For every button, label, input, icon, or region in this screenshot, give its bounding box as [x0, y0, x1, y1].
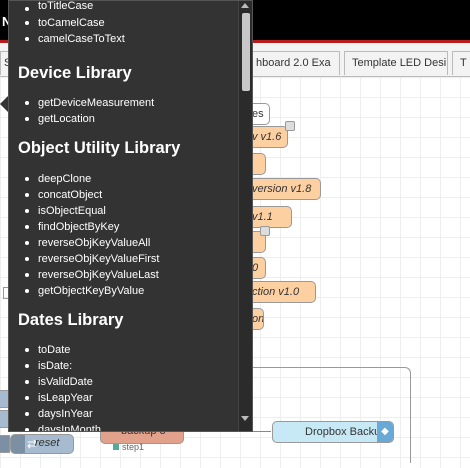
tab-dashboard-example[interactable]: hboard 2.0 Exa [248, 51, 340, 75]
list-item: daysInYear [9, 406, 101, 422]
object-utility-list: deepClone concatObject isObjectEqual fin… [9, 171, 159, 299]
string-functions-list: toTitleCase toCamelCase camelCaseToText [9, 1, 125, 47]
list-item: reverseObjKeyValueFirst [9, 251, 159, 267]
list-item: reverseObjKeyValueAll [9, 235, 159, 251]
dropbox-backup-node[interactable]: Dropbox Backup ◆ [272, 421, 394, 443]
node-stub[interactable] [0, 435, 10, 453]
list-item: getObjectKeyByValue [9, 283, 159, 299]
node-port[interactable] [260, 226, 270, 236]
tab-template-led-design[interactable]: Template LED Desi [344, 51, 448, 75]
list-item: toTitleCase [9, 1, 125, 15]
list-item: deepClone [9, 171, 159, 187]
status-dot-icon [113, 444, 119, 450]
list-item: camelCaseToText [9, 31, 125, 47]
tab-flow-4[interactable]: T [452, 51, 470, 75]
inject-arrow-icon: ⇄ [26, 437, 38, 451]
list-item: isObjectEqual [9, 203, 159, 219]
list-item: isLeapYear [9, 390, 101, 406]
node-label: Dropbox Backup [305, 426, 387, 438]
dropbox-icon: ◆ [377, 422, 393, 442]
list-item: getDeviceMeasurement [9, 95, 154, 111]
node-status-text: step1 [122, 442, 145, 452]
device-library-list: getDeviceMeasurement getLocation [9, 95, 154, 127]
list-item: toDate [9, 342, 101, 358]
flow-node[interactable]: v1.1 [248, 206, 292, 228]
dates-library-list: toDate isDate: isValidDate isLeapYear da… [9, 342, 101, 431]
node-label: reset [35, 437, 60, 449]
section-title: Dates Library [18, 311, 124, 329]
list-item: toCamelCase [9, 15, 125, 31]
flow-node[interactable]: v v1.6 [248, 126, 288, 148]
flow-node[interactable]: es [248, 103, 270, 125]
section-title: Object Utility Library [18, 139, 181, 157]
list-item: daysInMonth [9, 422, 101, 431]
list-item: isDate: [9, 358, 101, 374]
tooltip-pointer [0, 96, 8, 112]
list-item: isValidDate [9, 374, 101, 390]
flow-node[interactable]: ction v1.0 [248, 281, 316, 303]
group-edge-marker [3, 287, 10, 299]
scrollbar-thumb[interactable] [242, 13, 250, 91]
list-item: reverseObjKeyValueLast [9, 267, 159, 283]
app-logo-text: N [2, 14, 12, 29]
list-item: getLocation [9, 111, 154, 127]
flow-node[interactable]: version v1.8 [248, 178, 321, 200]
tooltip-scrollbar[interactable] [238, 1, 252, 431]
scroll-up-icon[interactable] [241, 3, 249, 8]
flow-wire [250, 367, 411, 463]
node-help-tooltip[interactable]: toTitleCase toCamelCase camelCaseToText … [8, 0, 253, 432]
list-item: concatObject [9, 187, 159, 203]
inject-trigger-button[interactable] [11, 435, 25, 453]
node-port[interactable] [285, 121, 295, 131]
section-title: Device Library [18, 64, 132, 82]
reset-inject-node[interactable]: ⇄ reset [10, 434, 74, 454]
list-item: findObjectByKey [9, 219, 159, 235]
scroll-down-icon[interactable] [241, 416, 249, 421]
